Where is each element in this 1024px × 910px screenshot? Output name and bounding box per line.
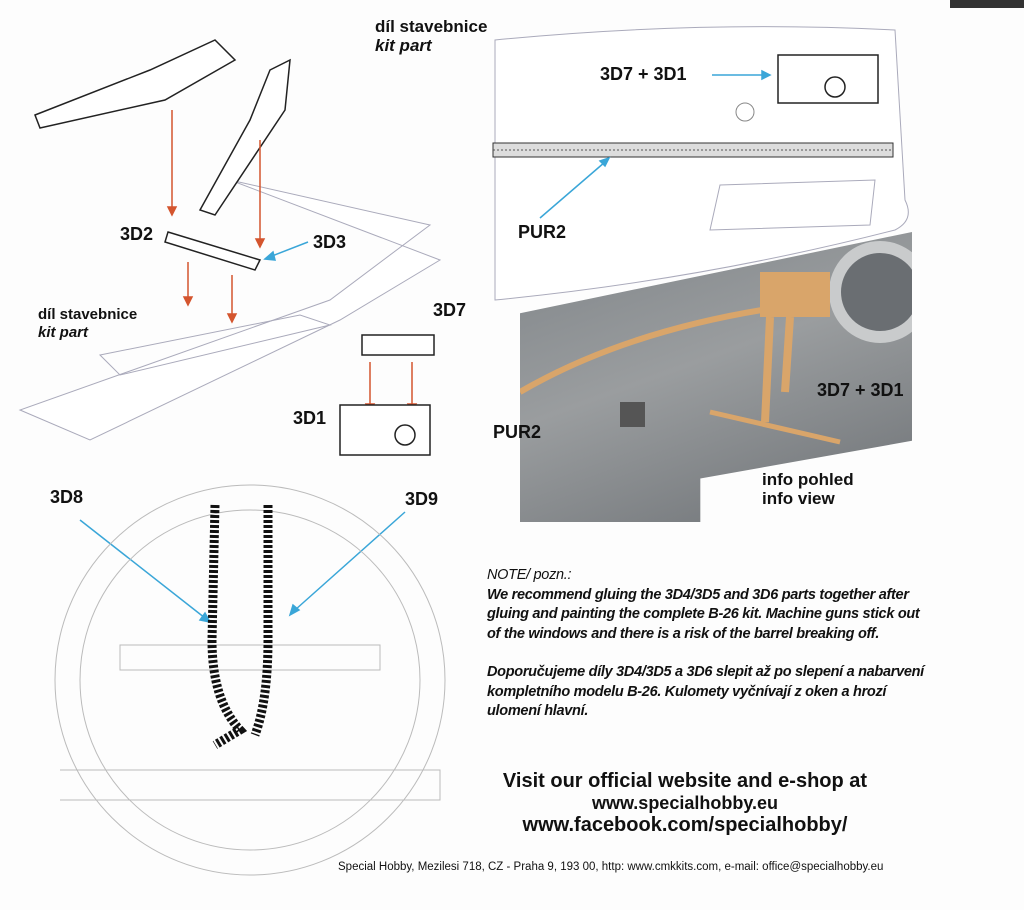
kit-part-en: kit part <box>38 324 89 341</box>
part-label-3d9: 3D9 <box>405 489 439 509</box>
ammo-belts-drawing <box>207 504 273 749</box>
kit-part-en: kit part <box>375 36 432 55</box>
part-label-3d3: 3D3 <box>313 232 347 252</box>
machine-guns-drawing <box>34 39 291 271</box>
kit-part-label-top: díl stavebnice kit part <box>375 17 487 55</box>
part-label-3d7: 3D7 <box>433 300 467 320</box>
facebook-link[interactable]: www.facebook.com/specialhobby/ <box>522 814 848 836</box>
photo-label-pur2: PUR2 <box>493 422 542 442</box>
note-czech: Doporučujeme díly 3D4/3D5 a 3D6 slepit a… <box>487 664 924 719</box>
visit-heading: Visit our official website and e-shop at <box>502 770 868 792</box>
info-view-label: info pohled info view <box>762 470 854 508</box>
kit-part-label-left: díl stavebnice kit part <box>38 306 137 342</box>
info-cz: info pohled <box>762 470 854 489</box>
kit-part-plate <box>18 179 442 441</box>
footer-address: Special Hobby, Mezilesi 718, CZ - Praha … <box>338 861 884 873</box>
part-label-3d2: 3D2 <box>120 224 154 244</box>
photo-label-3d7-3d1: 3D7 + 3D1 <box>817 380 904 400</box>
part-3d7-drawing <box>361 334 435 356</box>
website-link[interactable]: www.specialhobby.eu <box>591 793 779 813</box>
scan-edge <box>950 0 1024 8</box>
part-label-3d7-3d1: 3D7 + 3D1 <box>600 64 687 84</box>
turret-interior-drawing <box>54 484 446 876</box>
kit-part-cz: díl stavebnice <box>38 306 138 323</box>
photo-details <box>520 241 912 445</box>
part-label-3d1: 3D1 <box>293 408 327 428</box>
part-label-3d8: 3D8 <box>50 487 84 507</box>
note-heading: NOTE/ pozn.: <box>487 567 572 583</box>
info-en: info view <box>762 489 835 508</box>
kit-part-cz: díl stavebnice <box>375 17 488 36</box>
part-label-pur2: PUR2 <box>518 222 567 242</box>
part-3d1-drawing <box>339 404 431 456</box>
visit-block: Visit our official website and e-shop at… <box>470 770 900 836</box>
note-block: NOTE/ pozn.: We recommend gluing the 3D4… <box>487 566 927 741</box>
note-english: We recommend gluing the 3D4/3D5 and 3D6 … <box>487 586 920 642</box>
